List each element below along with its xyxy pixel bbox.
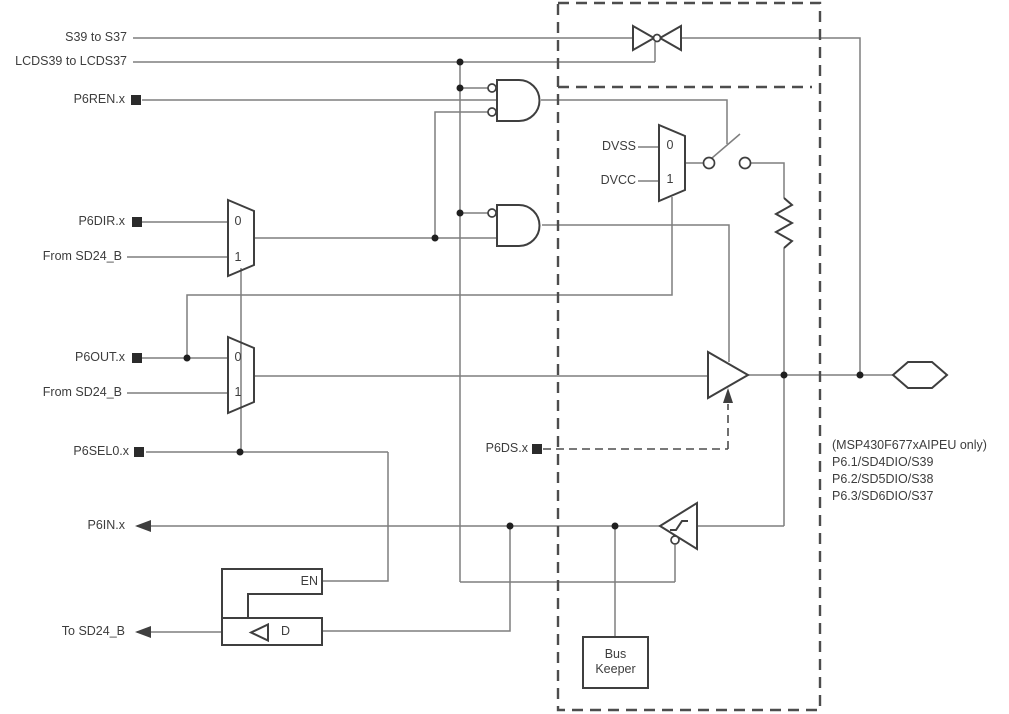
label-dvcc: DVCC <box>600 173 636 187</box>
p6ds-dashed-wire <box>543 404 729 450</box>
junction-dot <box>506 522 514 530</box>
bus-keeper-label-line2: Keeper <box>595 662 636 676</box>
and2-out-wire <box>542 224 730 362</box>
bus-keeper-label-line1: Bus <box>604 647 627 661</box>
schmitt-enable-bubble-icon <box>670 535 680 545</box>
pull-mux-input1-label: 1 <box>666 172 674 186</box>
p6dir-tap-square <box>132 217 142 227</box>
p6sel0-wire <box>146 451 389 582</box>
junction-dot <box>183 354 191 362</box>
latch-d-triangle-icon <box>248 622 269 643</box>
latch-d-box <box>221 617 323 646</box>
and1-bubble-bottom-icon <box>487 107 497 117</box>
device-note-line4: P6.3/SD6DIO/S37 <box>832 489 934 503</box>
and-gate-2-icon <box>496 204 541 247</box>
label-from-sd24-out: From SD24_B <box>42 385 122 399</box>
label-p6out: P6OUT.x <box>74 350 125 364</box>
components <box>221 24 949 689</box>
label-p6ren: P6REN.x <box>73 92 125 106</box>
bus-keeper-box <box>582 636 649 689</box>
junction-dot <box>456 58 464 66</box>
s39-wire-right <box>681 37 861 375</box>
p6ds-arrow-icon <box>723 388 733 403</box>
device-note-line1: (MSP430F677xAIPEU only) <box>832 438 987 452</box>
pull-mux-input0-label: 0 <box>666 138 674 152</box>
label-to-sd24: To SD24_B <box>61 624 125 638</box>
pull-switch-left-contact-icon <box>702 156 716 170</box>
junction-dot <box>431 234 439 242</box>
latch-en-label: EN <box>300 574 318 588</box>
label-p6sel0: P6SEL0.x <box>73 444 129 458</box>
arrows <box>135 388 733 638</box>
junction-dot <box>456 209 464 217</box>
label-dvss: DVSS <box>601 139 636 153</box>
dir-mux-icon <box>227 198 255 278</box>
module-boundary-dashed-box <box>556 1 822 712</box>
and1-out-wire <box>541 99 728 144</box>
label-s39: S39 to S37 <box>65 30 127 44</box>
resistor-icon <box>773 197 795 249</box>
p6ren-tap-square <box>131 95 141 105</box>
out-mux-input0-label: 0 <box>234 350 242 364</box>
wires <box>127 37 893 637</box>
hysteresis-glyph-icon <box>670 520 688 531</box>
device-note-line2: P6.1/SD4DIO/S39 <box>832 455 934 469</box>
device-note-line3: P6.2/SD5DIO/S38 <box>832 472 934 486</box>
p6out-tap-square <box>132 353 142 363</box>
label-p6in: P6IN.x <box>87 518 125 532</box>
analog-switch-right-icon <box>657 24 682 52</box>
p6ds-tap-square <box>532 444 542 454</box>
latch-d-label: D <box>281 624 291 638</box>
junction-dot <box>456 84 464 92</box>
and1-bubble-top-icon <box>487 83 497 93</box>
label-lcds: LCDS39 to LCDS37 <box>15 54 127 68</box>
lcds-branch-wire <box>459 62 676 583</box>
p6in-arrow-icon <box>135 520 151 532</box>
and-gate-1-icon <box>496 79 541 122</box>
io-pad-hexagon-icon <box>891 361 949 389</box>
dir-mux-input1-label: 1 <box>234 250 242 264</box>
p6sel0-tap-square <box>134 447 144 457</box>
lcds-wire <box>133 42 656 63</box>
junction-dots <box>183 58 864 530</box>
pull-switch-right-contact-icon <box>738 156 752 170</box>
and2-bubble-icon <box>487 208 497 218</box>
label-from-sd24-dir: From SD24_B <box>42 249 122 263</box>
resistor-top-wire <box>751 162 785 198</box>
dvss-dvcc-wires <box>638 146 659 182</box>
junction-dot <box>611 522 619 530</box>
dir-mux-input0-label: 0 <box>234 214 242 228</box>
junction-dot <box>780 371 788 379</box>
analog-switch-node-icon <box>652 33 662 43</box>
dir-feedback-wire <box>434 111 488 238</box>
switch-lever <box>711 133 741 159</box>
dashed-boundaries <box>543 1 822 712</box>
label-p6dir: P6DIR.x <box>78 214 125 228</box>
label-p6ds: P6DS.x <box>485 441 528 455</box>
bus-keeper-label: Bus Keeper <box>583 647 648 677</box>
register-taps <box>131 95 542 457</box>
junction-dot <box>236 448 244 456</box>
output-buffer-icon <box>707 350 751 400</box>
out-mux-input1-label: 1 <box>234 385 242 399</box>
analog-switch-left-icon <box>632 24 657 52</box>
pull-mux-icon <box>658 123 686 203</box>
latch-d-wire <box>323 527 511 632</box>
junction-dot <box>856 371 864 379</box>
out-mux-icon <box>227 335 255 415</box>
pull-select-wire <box>186 197 673 358</box>
to-sd24-arrow-icon <box>135 626 151 638</box>
